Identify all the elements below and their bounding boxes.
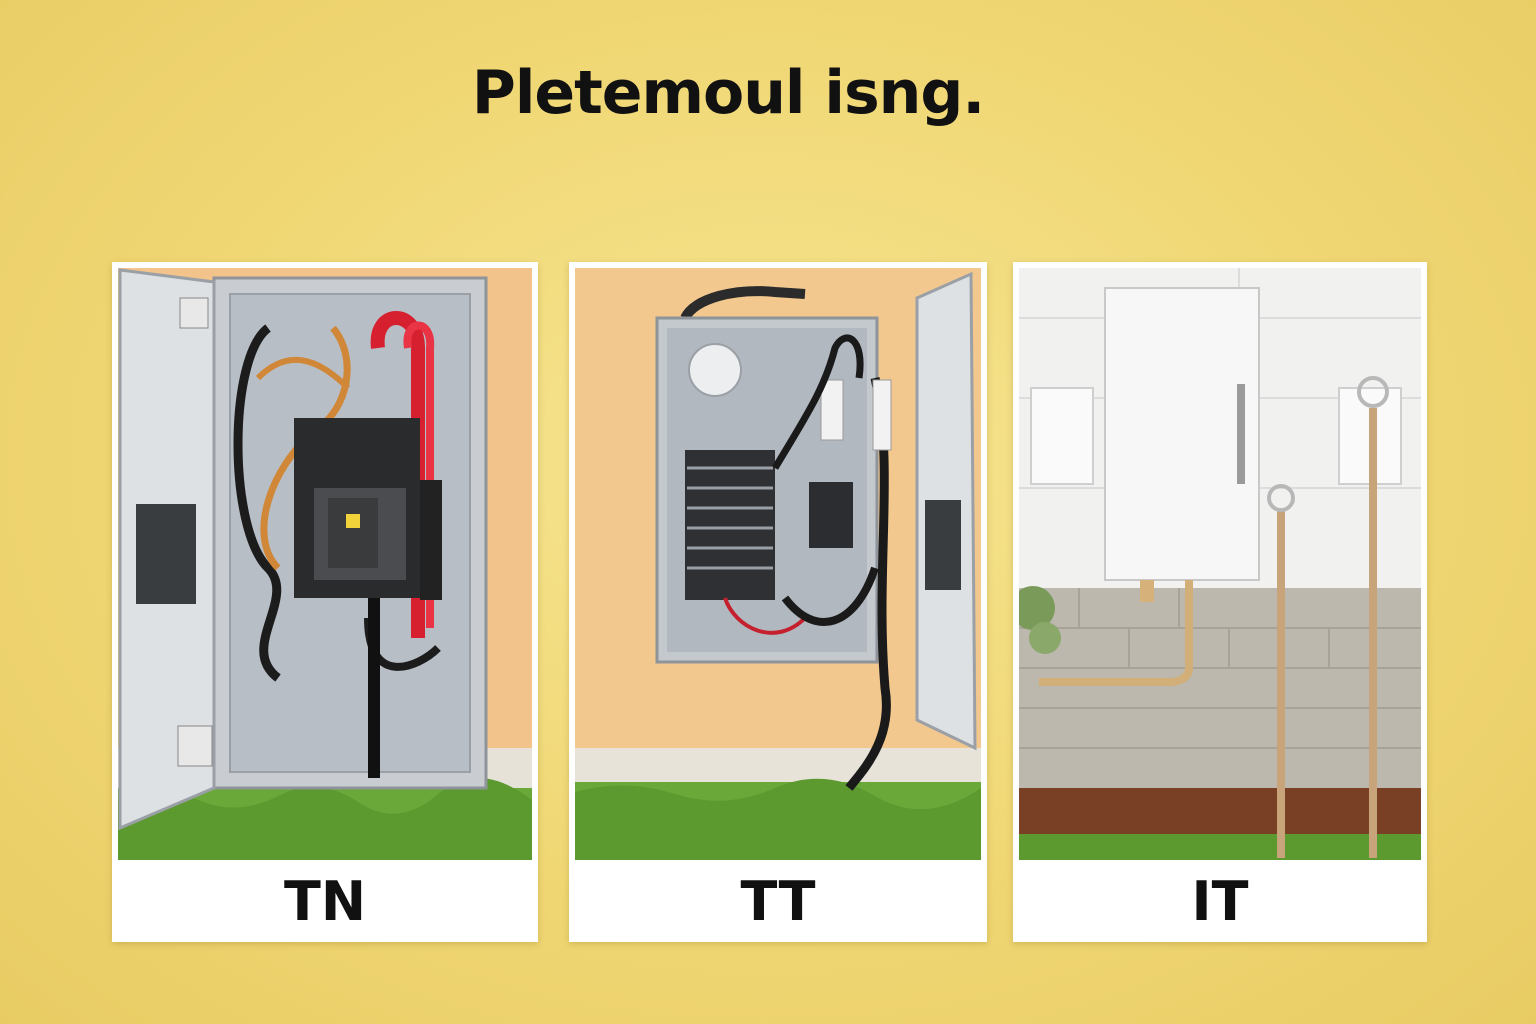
open-distribution-panel-icon: [118, 268, 532, 860]
panel-label-it: IT: [1191, 869, 1249, 933]
wall-mounted-panel-icon: [575, 268, 981, 860]
panel-label-tn: TN: [283, 869, 367, 933]
earth-rods-panel-icon: [1019, 268, 1421, 860]
panel-label-tt: TT: [740, 869, 816, 933]
panel-card-it: IT: [1013, 262, 1427, 942]
panel-card-tn: TN: [112, 262, 538, 942]
page-title: Pletemoul isng.: [471, 58, 985, 128]
panel-card-tt: TT: [569, 262, 987, 942]
